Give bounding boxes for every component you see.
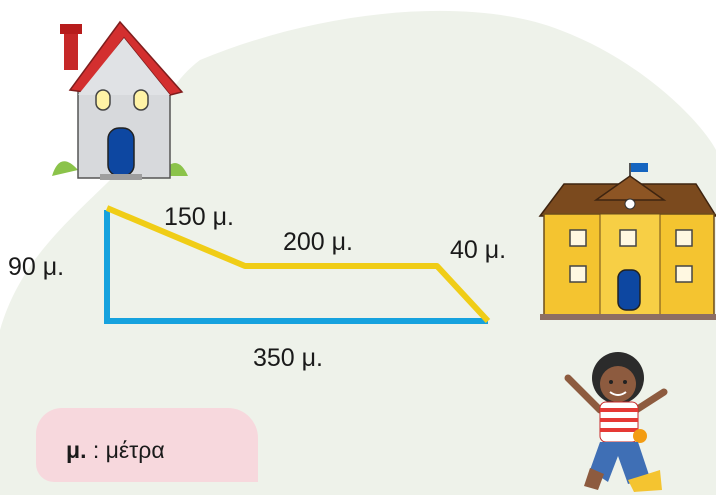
house-icon [52,20,188,180]
segment-3-label: 40 μ. [450,236,507,264]
bottom-side-label: 350 μ. [253,344,324,372]
school-icon [538,163,716,320]
child-icon [564,352,668,492]
segment-2-label: 200 μ. [283,228,354,256]
legend-box: μ. : μέτρα [36,408,258,482]
background-blob [0,10,716,495]
segment-1-label: 150 μ. [164,203,235,231]
legend-abbreviation: μ. [66,437,87,463]
legend-meaning: : μέτρα [86,437,165,463]
walking-path [105,205,491,324]
direct-path [104,210,488,324]
left-side-label: 90 μ. [8,253,65,281]
